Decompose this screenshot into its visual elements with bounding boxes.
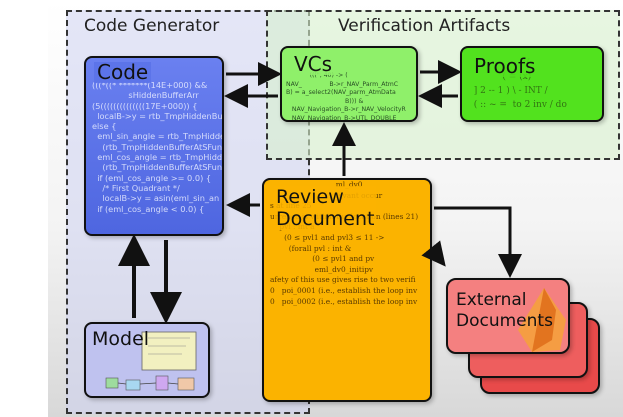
code-line: (rtb_TmpHiddenBufferAtSFun: [92, 162, 223, 173]
code-line: (rtb_TmpHiddenBufferAtSFun: [92, 141, 223, 152]
review-doc-line: ml_dv0: [270, 180, 363, 189]
proofs-label: Proofs: [472, 54, 538, 78]
review-doc-line: 0 poi_0001 (i.e., establish the loop inv: [270, 285, 418, 295]
code-line: if (eml_cos_angle < 0.0) {: [92, 203, 205, 214]
code-line: if (eml_cos_angle >= 0.0) {: [92, 172, 212, 183]
code-line: sHiddenBufferArr: [92, 90, 199, 101]
diagram-arrows: [118, 60, 522, 324]
vc-line: (((", 40) -> (: [286, 72, 348, 79]
review-doc-line: (0 ≤ pvl1 and pvl3 ≤ 11 ->: [270, 232, 385, 242]
review-doc-line: (0 ≤ pvl1 and pv: [270, 254, 375, 264]
proof-line: ] 2 -- 1 ) \ - INT /: [468, 86, 551, 96]
code-label: Code: [94, 62, 152, 83]
diagram-canvas: Code Generator Verification Artifacts ((…: [48, 0, 623, 417]
code-line: /* First Quadrant */: [92, 182, 180, 193]
code-text: (((*((* *******(14E+000) && sHiddenBuffe…: [92, 80, 224, 214]
external-label-line2: Documents: [456, 311, 553, 331]
vc-line: NAV_Navigation_B->UTL_DOUBLE: [286, 114, 397, 122]
review-doc-line: eml_dv0_initipv: [270, 264, 374, 274]
review-label-line1: Review: [276, 186, 344, 208]
code-line: eml_cos_angle = rtb_TmpHidd: [92, 152, 223, 163]
external-label-line1: External: [456, 290, 527, 310]
code-line: (5((((((((((((((17E+000)) {: [92, 100, 198, 111]
vc-line: B) = a_select2(NAV_parm_AtmData: [286, 89, 396, 96]
review-document-box: ml_dv0 levant occurs at line 25urrence i…: [262, 178, 432, 402]
proof-line: ( = (x): [468, 72, 540, 82]
code-line: eml_sin_angle = rtb_TmpHidde: [92, 131, 224, 142]
code-line: localB->y = rtb_TmpHiddenBu: [92, 110, 223, 121]
review-label-line2: Document: [276, 208, 375, 230]
proof-line: ( :: ~ = to 2 inv / do: [468, 100, 567, 110]
arrow-review-to-external-docs: [434, 206, 522, 278]
external-doc-graphic: [518, 288, 566, 352]
vc-line: B))) &: [286, 97, 364, 105]
code-line: localB->y = asin(eml_sin_an: [92, 193, 220, 204]
proofs-box: ((( ( = (x) ] 2 -- 1 ) \ - INT / ( :: ~ …: [460, 46, 604, 122]
model-schematic: [105, 331, 197, 391]
review-doc-line: afety of this use gives rise to two veri…: [270, 275, 416, 285]
code-line: else {: [92, 121, 117, 132]
code-box: (((*((* *******(14E+000) && sHiddenBuffe…: [84, 56, 224, 236]
vcs-label: VCs: [292, 52, 335, 76]
model-label: Model: [92, 328, 150, 350]
review-document-label: Review Document: [274, 186, 377, 230]
vc-line: NAV_ B->r_NAV_Parm_AtmC: [286, 80, 399, 88]
external-documents-box: External Documents: [446, 278, 570, 354]
external-documents-label: External Documents: [456, 290, 553, 332]
review-doc-line: 0 poi_0002 (i.e., establish the loop inv: [270, 296, 418, 306]
code-line: (((*((* *******(14E+000) &&: [92, 80, 208, 90]
verification-artifacts-title: Verification Artifacts: [338, 16, 511, 36]
code-generator-title: Code Generator: [84, 16, 220, 36]
arrow-review-to-external-diag: [421, 240, 446, 267]
review-doc-line: (forall pvl : int &: [270, 243, 352, 253]
vc-line: NAV_Navigation_B->r_NAV_VelocityR: [286, 106, 406, 113]
model-box: Model: [84, 322, 210, 398]
